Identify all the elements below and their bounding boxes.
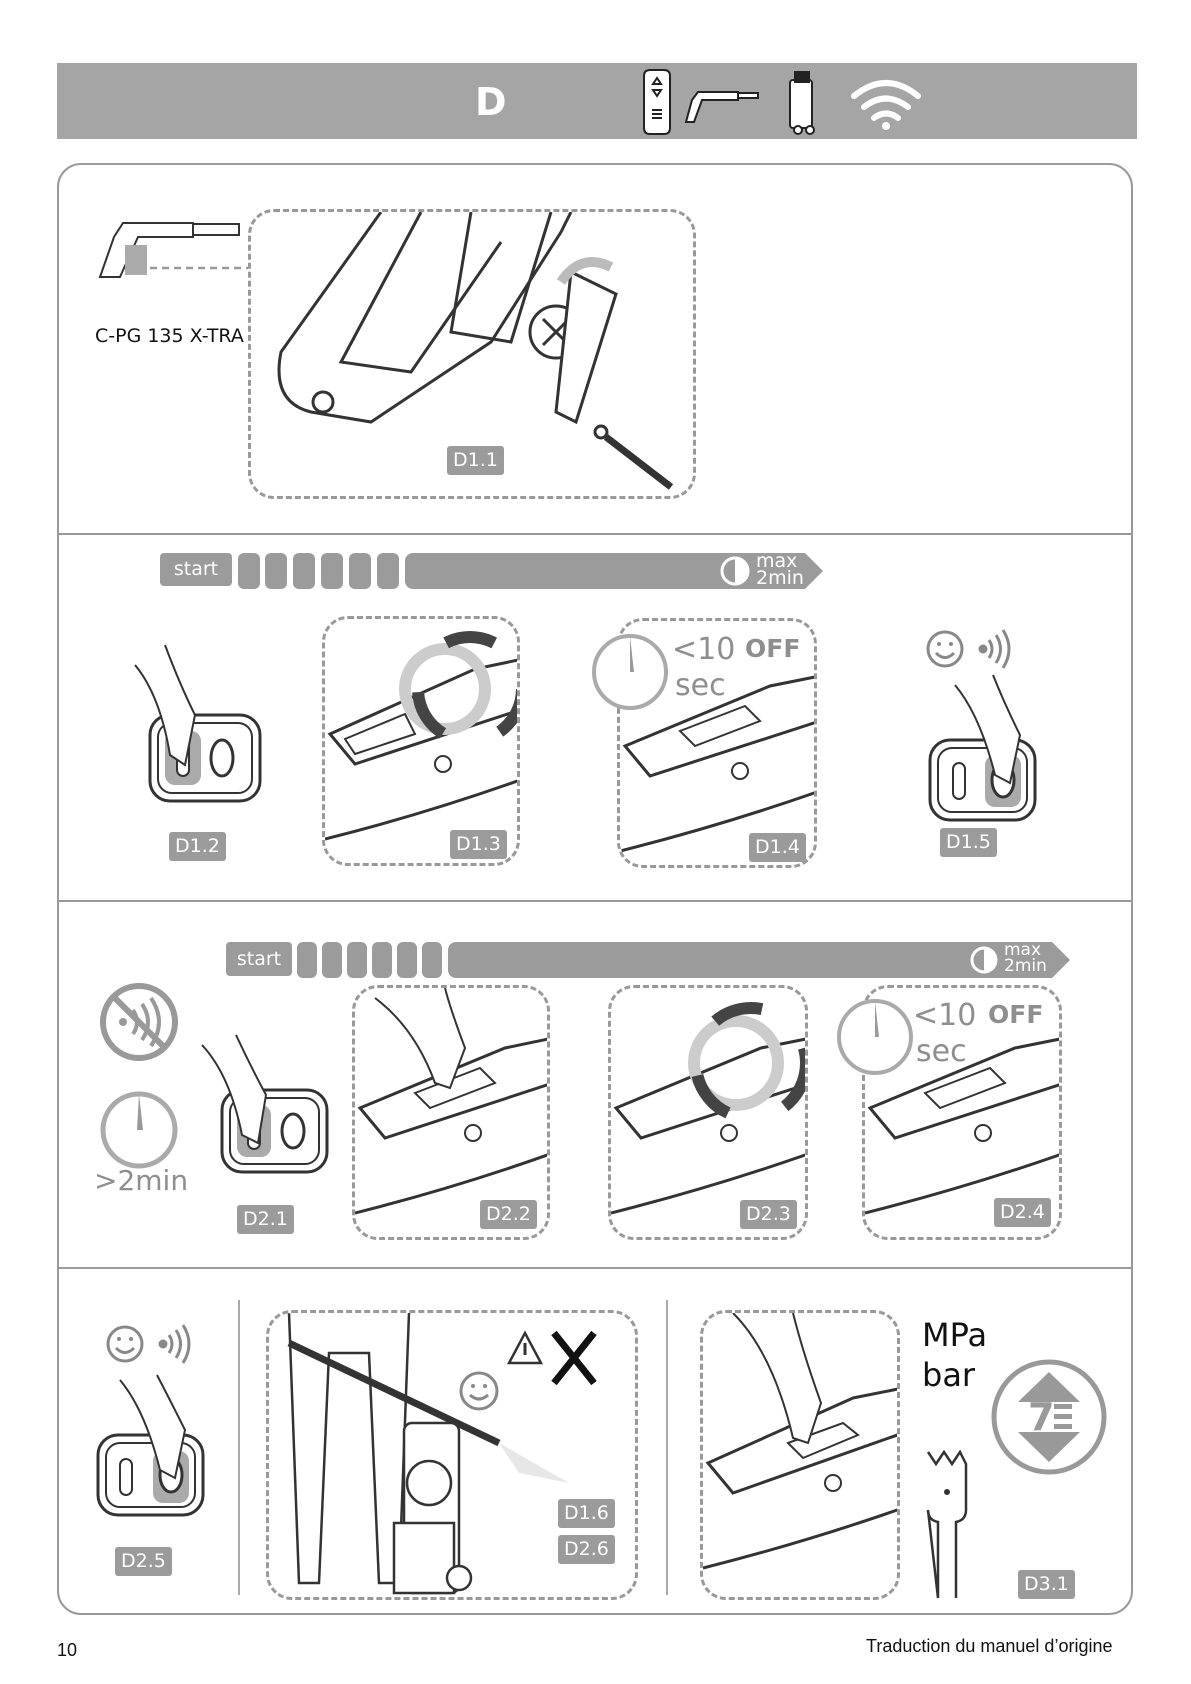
timer-limit: <10 (672, 632, 735, 667)
remote-button-press-d1-5 (925, 675, 1040, 820)
step-label-d1-3: D1.3 (450, 830, 507, 859)
step-label-d2-5: D2.5 (115, 1547, 172, 1576)
status-icons (105, 1323, 205, 1367)
step-label-d1-2: D1.2 (169, 832, 226, 861)
step-label-d1-6: D1.6 (558, 1499, 615, 1528)
timer-icon (835, 997, 915, 1077)
step-label-d2-2: D2.2 (480, 1200, 537, 1229)
step-label-d2-3: D2.3 (740, 1200, 797, 1229)
time-segment (347, 942, 367, 978)
time-segment (422, 942, 442, 978)
timer-unit: sec (675, 668, 726, 703)
vibration-signal-icon (160, 1325, 189, 1363)
wifi-icon (854, 83, 918, 130)
step-label-d2-6: D2.6 (558, 1535, 615, 1564)
spray-gun-icon (686, 92, 758, 122)
timer-limit: <10 (913, 998, 976, 1033)
time-segment (265, 553, 287, 589)
header-device-icons (640, 66, 920, 138)
off-label: OFF (988, 1000, 1043, 1029)
section-letter: D (475, 80, 507, 124)
time-segment (397, 942, 417, 978)
remote-button-press-d2-5 (95, 1375, 210, 1520)
pressure-digit: 7 (1028, 1395, 1054, 1439)
column-divider (666, 1300, 668, 1595)
remote-control-icon (644, 70, 670, 134)
spray-gun-illustration (95, 213, 255, 283)
step-label-d1-5: D1.5 (940, 828, 997, 857)
step-label-d3-1: D3.1 (1018, 1570, 1075, 1599)
footer-note: Traduction du manuel d’origine (866, 1636, 1112, 1657)
time-segment (377, 553, 399, 589)
timer-icon (590, 632, 670, 712)
remote-button-press-d2-1 (200, 1035, 330, 1175)
time-segment (321, 553, 343, 589)
start-label: start (160, 553, 232, 586)
remote-button-press-d1-2 (120, 645, 270, 805)
vibration-signal-icon (980, 630, 1009, 668)
column-divider (238, 1300, 240, 1595)
start-label: start (226, 942, 292, 976)
section-header-bar (57, 63, 1137, 139)
step-label-d2-1: D2.1 (237, 1205, 294, 1234)
step-label-d1-4: D1.4 (749, 833, 806, 862)
nozzle-illustration (920, 1450, 975, 1600)
timer-icon (97, 1088, 182, 1173)
clock-icon (970, 946, 998, 974)
model-name: C-PG 135 X-TRA (95, 325, 244, 347)
pressure-washer-icon (790, 72, 814, 134)
smiley-icon (928, 632, 962, 666)
remote-signal-illustration (325, 619, 520, 866)
step-frame-d3-1 (700, 1310, 900, 1600)
time-segment (293, 553, 315, 589)
callout-dashed-line (150, 265, 250, 271)
time-segment (238, 553, 260, 589)
step-label-d2-4: D2.4 (994, 1198, 1051, 1227)
pressure-adjust-icon: 7 (990, 1358, 1108, 1476)
time-segment (297, 942, 317, 978)
time-segment (372, 942, 392, 978)
time-progress-bar (448, 942, 1052, 978)
off-label: OFF (745, 634, 800, 663)
status-icons (925, 628, 1025, 672)
step-label-d1-1: D1.1 (447, 446, 504, 475)
wait-time-label: >2min (94, 1164, 188, 1197)
smiley-icon (108, 1327, 142, 1361)
progress-arrow-tip (805, 553, 823, 589)
section-divider (59, 1267, 1131, 1269)
no-signal-icon (97, 980, 182, 1065)
time-segment (322, 942, 342, 978)
clock-icon (720, 556, 750, 586)
time-segment (349, 553, 371, 589)
page-number: 10 (57, 1640, 77, 1661)
section-divider (59, 533, 1131, 535)
progress-arrow-tip (1052, 942, 1070, 978)
remote-pressure-press-illustration (703, 1313, 900, 1600)
section-divider (59, 900, 1131, 902)
step-frame-d1-3 (322, 616, 520, 866)
timer-unit: sec (916, 1034, 967, 1069)
